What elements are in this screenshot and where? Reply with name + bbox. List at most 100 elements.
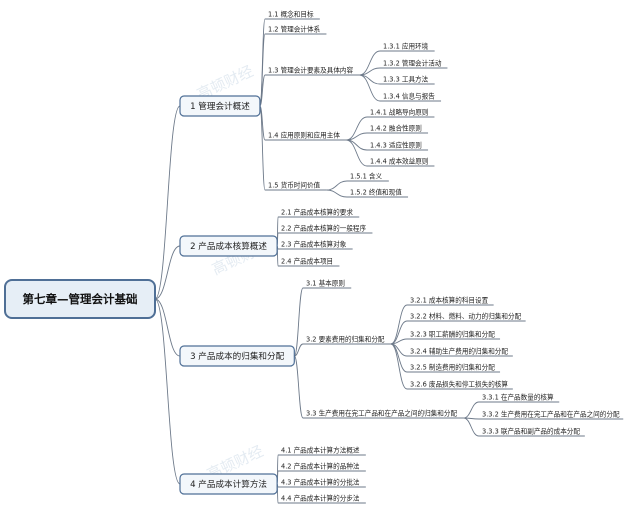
topic-node[interactable]: 4.4 产品成本计算的分步法 <box>278 494 366 504</box>
topic-node-label: 2.3 产品成本核算对象 <box>281 240 347 249</box>
topic-node-label: 4.1 产品成本计算方法概述 <box>281 446 360 455</box>
subtopic-node[interactable]: 3.3.3 联产品和副产品的成本分配 <box>479 427 585 437</box>
root-node[interactable]: 第七章—管理会计基础 <box>4 279 156 319</box>
subtopic-node-label: 3.3.3 联产品和副产品的成本分配 <box>482 427 580 436</box>
topic-node[interactable]: 4.3 产品成本计算的分批法 <box>278 478 366 488</box>
topic-node[interactable]: 1.1 概念和目标 <box>265 10 320 20</box>
topic-node-label: 1.1 概念和目标 <box>268 10 314 19</box>
subtopic-node-label: 3.3.1 在产品数量的核算 <box>482 393 554 402</box>
topic-node[interactable]: 1.4 应用原则和应用主体 <box>265 131 347 141</box>
topic-node-label: 4.3 产品成本计算的分批法 <box>281 478 360 487</box>
topic-node[interactable]: 2.2 产品成本核算的一般程序 <box>278 224 373 234</box>
subtopic-node-label: 1.3.4 信息与报告 <box>383 92 435 101</box>
connector <box>463 401 480 419</box>
subtopic-node-label: 1.5.2 终值和现值 <box>350 188 402 197</box>
topic-node[interactable]: 2.3 产品成本核算对象 <box>278 240 353 250</box>
connector <box>359 74 381 102</box>
topic-node-label: 1.3 管理会计要素及具体内容 <box>268 66 354 75</box>
branch-node-label: 1 管理会计概述 <box>190 100 250 112</box>
topic-node-label: 3.2 要素费用的归集和分配 <box>306 335 385 344</box>
connector <box>463 417 480 437</box>
subtopic-node-label: 1.4.2 融合性原则 <box>370 124 422 133</box>
subtopic-node[interactable]: 3.2.2 材料、燃料、动力的归集和分配 <box>407 312 526 322</box>
connector <box>346 139 368 167</box>
subtopic-node-label: 1.4.4 成本效益原则 <box>370 157 428 166</box>
branch-node[interactable]: 2 产品成本核算概述 <box>179 235 278 257</box>
node-layer: 第七章—管理会计基础 1 管理会计概述 1.1 概念和目标 1.2 管理会计体系 1.… <box>4 10 624 504</box>
topic-node[interactable]: 3.3 生产费用在完工产品和在产品之间的归集和分配 <box>303 409 464 419</box>
connector <box>154 245 181 300</box>
subtopic-node-label: 3.2.3 职工薪酬的归集和分配 <box>410 330 495 339</box>
branch-node-label: 3 产品成本的归集和分配 <box>190 350 285 362</box>
topic-node[interactable]: 2.4 产品成本项目 <box>278 257 340 267</box>
branch-node-label: 4 产品成本计算方法 <box>190 478 267 490</box>
connector <box>293 355 304 419</box>
subtopic-node[interactable]: 3.2.4 辅助生产费用的归集和分配 <box>407 347 513 357</box>
topic-node[interactable]: 4.2 产品成本计算的品种法 <box>278 462 366 472</box>
topic-node[interactable]: 3.1 基本原则 <box>303 279 352 289</box>
subtopic-node-label: 1.3.1 应用环境 <box>383 42 429 51</box>
subtopic-node-label: 3.2.1 成本核算的科目设置 <box>410 296 489 305</box>
subtopic-node-label: 3.2.5 制造费用的归集和分配 <box>410 363 495 372</box>
subtopic-node[interactable]: 1.3.4 信息与报告 <box>380 92 442 102</box>
subtopic-node[interactable]: 3.3.1 在产品数量的核算 <box>479 393 560 403</box>
subtopic-node[interactable]: 1.4.2 融合性原则 <box>367 124 429 134</box>
topic-node[interactable]: 1.5 货币时间价值 <box>265 181 327 191</box>
topic-node-label: 1.2 管理会计体系 <box>268 25 321 34</box>
connector <box>154 105 181 300</box>
subtopic-node[interactable]: 3.2.1 成本核算的科目设置 <box>407 296 494 306</box>
connector <box>326 180 348 191</box>
topic-node[interactable]: 2.1 产品成本核算的要求 <box>278 208 360 218</box>
subtopic-node[interactable]: 1.5.1 含义 <box>347 172 389 182</box>
topic-node[interactable]: 4.1 产品成本计算方法概述 <box>278 446 366 456</box>
subtopic-node[interactable]: 1.5.2 终值和现值 <box>347 188 409 198</box>
subtopic-node[interactable]: 3.2.6 废品损失和停工损失的核算 <box>407 380 513 390</box>
subtopic-node[interactable]: 1.4.4 成本效益原则 <box>367 157 435 167</box>
subtopic-node-label: 1.3.2 管理会计活动 <box>383 59 442 68</box>
branch-node-box <box>179 95 261 117</box>
branch-node-label: 2 产品成本核算概述 <box>190 240 267 252</box>
topic-node-label: 2.2 产品成本核算的一般程序 <box>281 224 367 233</box>
topic-node[interactable]: 3.2 要素费用的归集和分配 <box>303 335 391 345</box>
root-node-box <box>4 279 156 319</box>
connector <box>390 304 408 345</box>
branch-node[interactable]: 1 管理会计概述 <box>179 95 261 117</box>
subtopic-node[interactable]: 1.3.1 应用环境 <box>380 42 435 52</box>
subtopic-node-label: 1.4.1 战略导向原则 <box>370 108 428 117</box>
connector <box>346 139 368 151</box>
connector <box>259 105 266 191</box>
subtopic-node[interactable]: 1.3.3 工具方法 <box>380 75 435 85</box>
subtopic-node-label: 1.4.3 适应性原则 <box>370 141 422 150</box>
connector <box>154 298 181 485</box>
topic-node-label: 1.4 应用原则和应用主体 <box>268 131 340 140</box>
subtopic-node[interactable]: 3.2.3 职工薪酬的归集和分配 <box>407 330 501 340</box>
topic-node-label: 2.4 产品成本项目 <box>281 257 333 266</box>
topic-node[interactable]: 1.3 管理会计要素及具体内容 <box>265 66 360 76</box>
root-node-label: 第七章—管理会计基础 <box>23 292 138 306</box>
branch-node-box <box>179 345 295 367</box>
branch-node[interactable]: 4 产品成本计算方法 <box>179 473 278 495</box>
subtopic-node-label: 3.2.6 废品损失和停工损失的核算 <box>410 380 508 389</box>
topic-node-label: 3.1 基本原则 <box>306 279 345 288</box>
subtopic-node[interactable]: 3.3.2 生产费用在完工产品和在产品之间的分配 <box>479 410 624 420</box>
subtopic-node[interactable]: 1.3.2 管理会计活动 <box>380 59 448 69</box>
connector <box>293 287 304 357</box>
connector <box>390 343 408 390</box>
subtopic-node[interactable]: 1.4.3 适应性原则 <box>367 141 429 151</box>
connector <box>346 116 368 141</box>
connector <box>294 343 304 357</box>
topic-node[interactable]: 1.2 管理会计体系 <box>265 25 327 35</box>
branch-node-box <box>179 473 278 495</box>
connector <box>359 50 381 76</box>
subtopic-node[interactable]: 3.2.5 制造费用的归集和分配 <box>407 363 501 373</box>
connector-lines <box>154 18 480 504</box>
topic-node-label: 2.1 产品成本核算的要求 <box>281 208 353 217</box>
connector <box>326 189 348 198</box>
branch-node[interactable]: 3 产品成本的归集和分配 <box>179 345 295 367</box>
subtopic-node-label: 1.5.1 含义 <box>350 172 382 181</box>
subtopic-node-label: 3.2.4 辅助生产费用的归集和分配 <box>410 347 508 356</box>
connector <box>154 298 181 357</box>
subtopic-node-label: 3.3.2 生产费用在完工产品和在产品之间的分配 <box>482 410 620 419</box>
subtopic-node[interactable]: 1.4.1 战略导向原则 <box>367 108 435 118</box>
